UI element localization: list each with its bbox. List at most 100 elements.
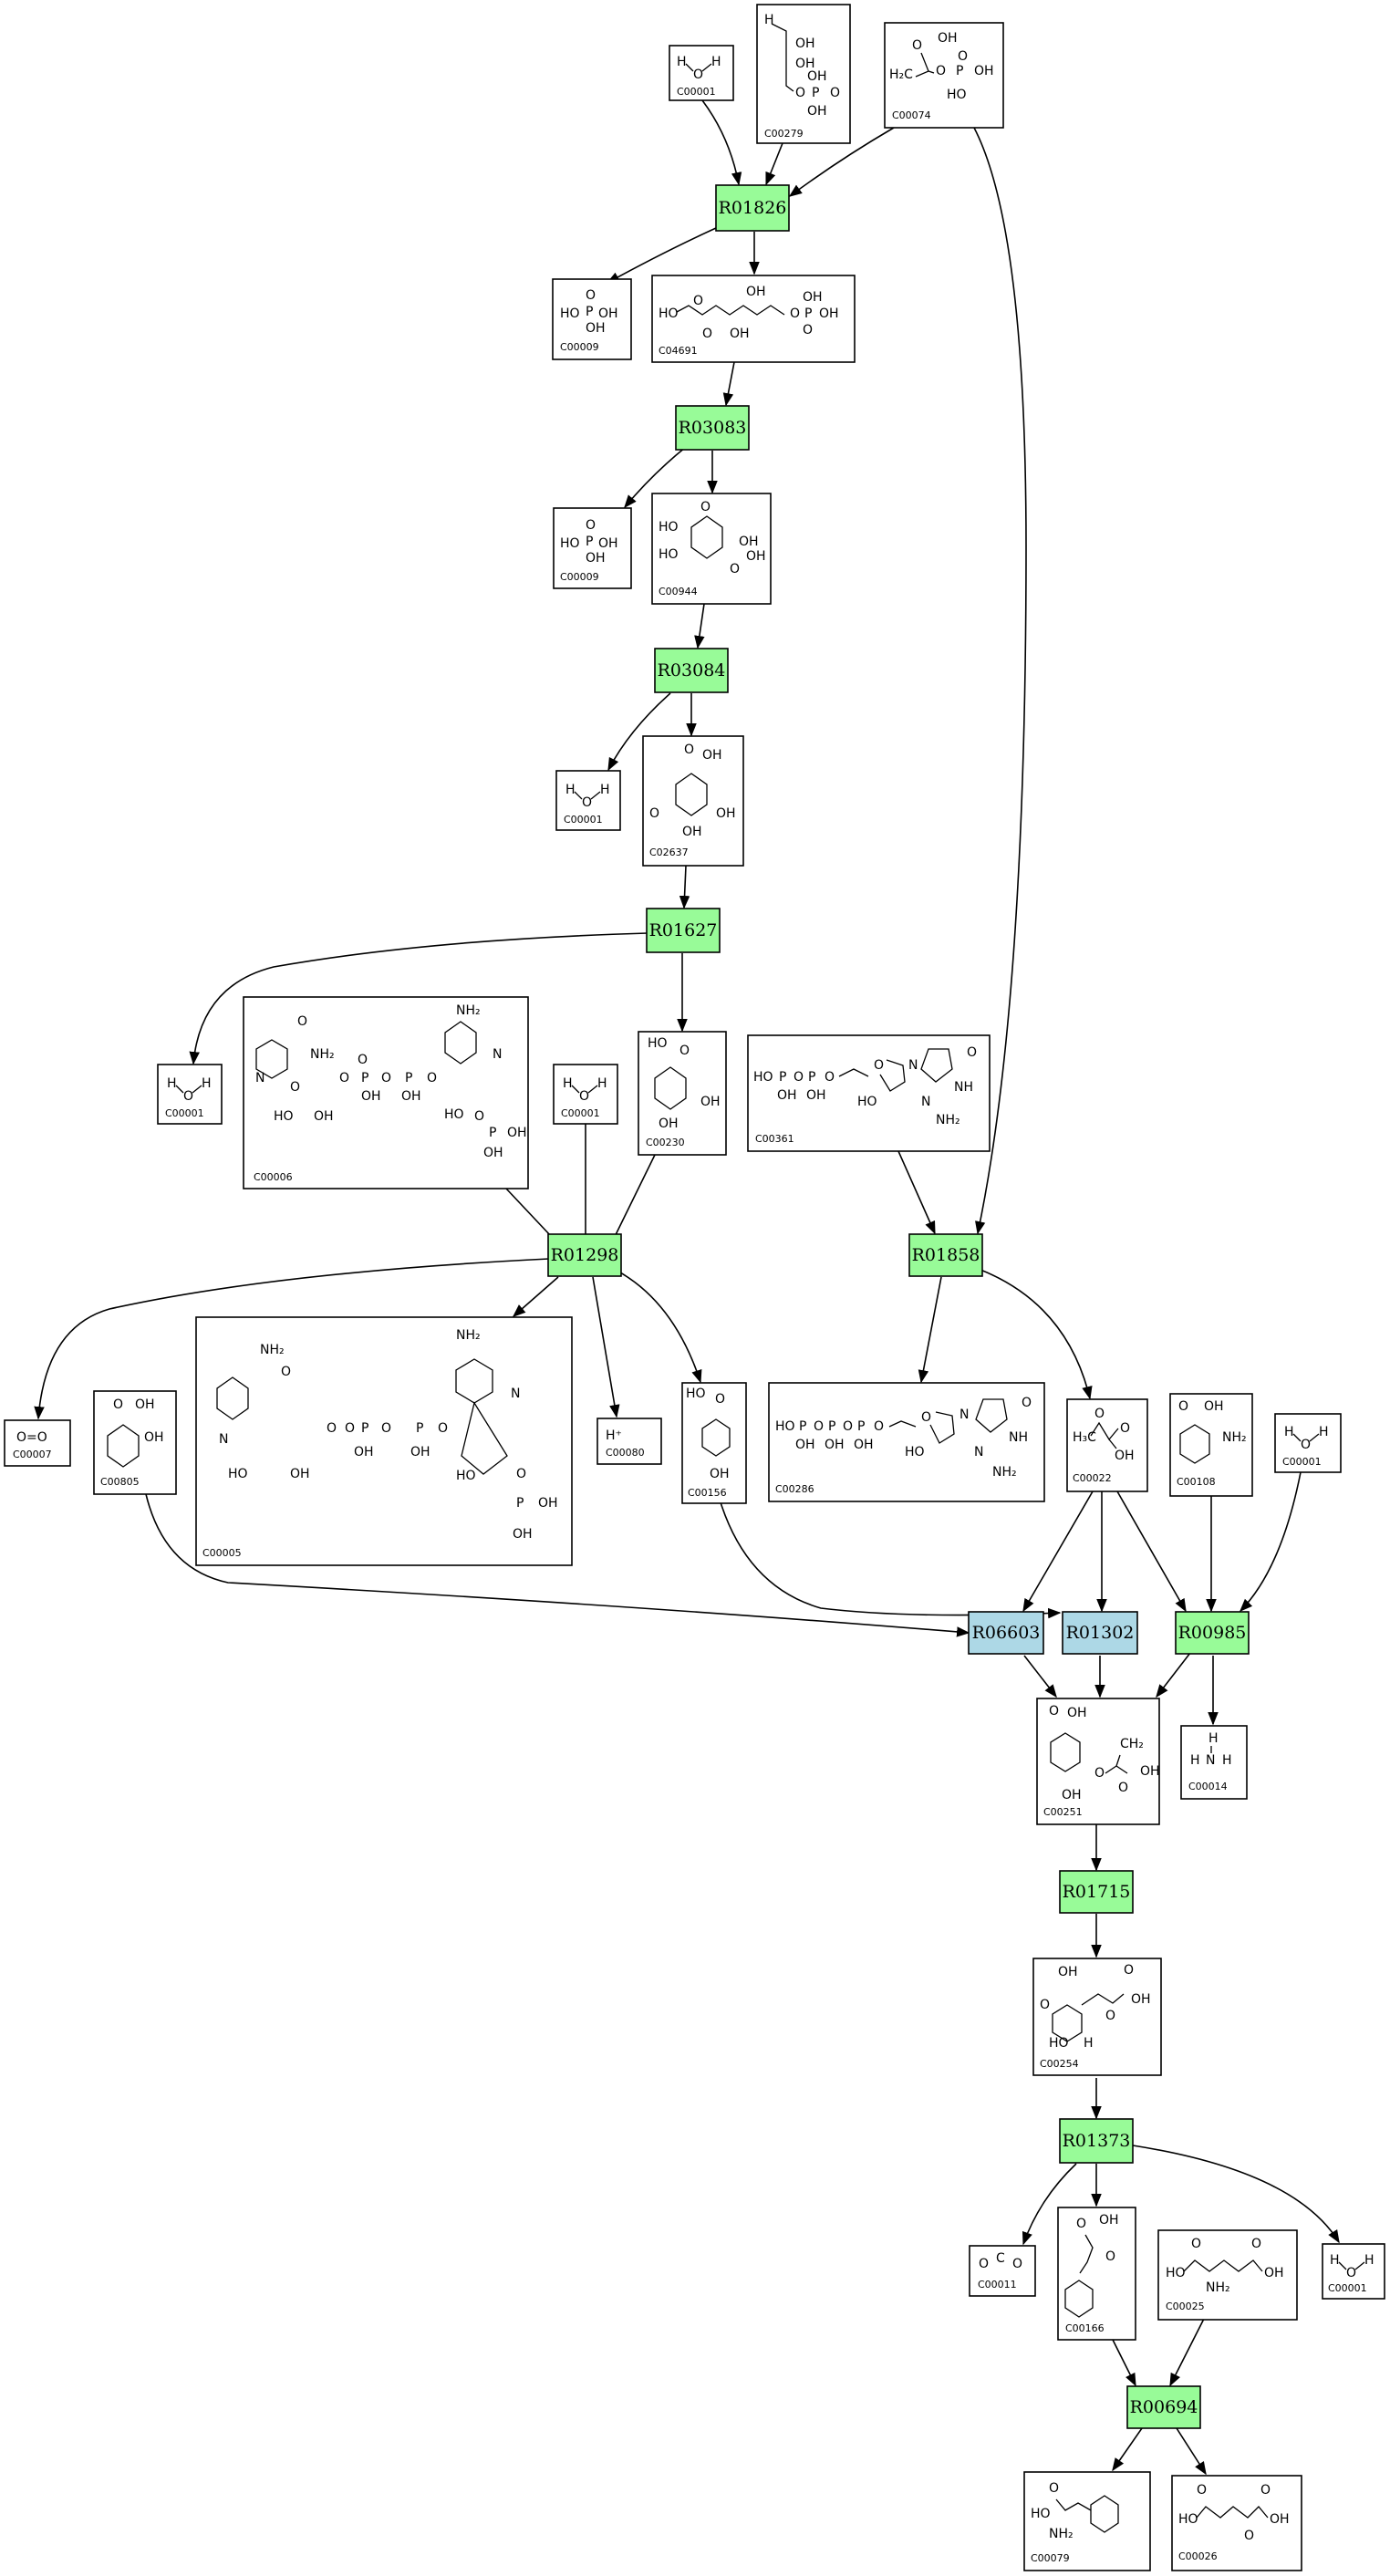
reaction-r01373[interactable]: R01373 [1059, 2118, 1134, 2164]
compound-c00022[interactable]: O H₃C O OH C00022 [1066, 1398, 1148, 1492]
reaction-box[interactable] [1126, 2385, 1201, 2429]
compound-c00001-6[interactable]: H O H C00001 [1322, 2243, 1385, 2300]
compound-c00005[interactable]: NH₂ O NH₂ N O O P O P O OH OH HO OH HO O… [195, 1316, 573, 1566]
compound-c00009[interactable]: O HO P OH OH C00009 [552, 278, 632, 360]
compound-box[interactable] [553, 507, 632, 589]
atom-label: O [586, 288, 596, 303]
reaction-box[interactable] [547, 1233, 622, 1277]
compound-c00001-2[interactable]: H O H C00001 [555, 770, 621, 831]
reaction-r01627[interactable]: R01627 [646, 908, 721, 953]
compound-box[interactable] [669, 45, 734, 101]
reaction-r00694[interactable]: R00694 [1126, 2385, 1201, 2429]
compound-c00074[interactable]: OH O H₂C O P OH O HO C00074 [884, 22, 1004, 129]
compound-box[interactable] [638, 1031, 727, 1156]
compound-box[interactable] [1066, 1398, 1148, 1492]
reaction-label: R01858 [912, 1245, 980, 1265]
reaction-r00985[interactable]: R00985 [1175, 1611, 1250, 1655]
atom-label: O [339, 1071, 349, 1085]
reaction-r03083[interactable]: R03083 [675, 405, 750, 451]
compound-box[interactable] [642, 735, 744, 867]
compound-c00251[interactable]: O OH O CH₂ O OH OH C00251 [1036, 1698, 1160, 1825]
reaction-r01298[interactable]: R01298 [547, 1233, 622, 1277]
compound-box[interactable] [1157, 2229, 1298, 2321]
atom-label: OH [1062, 1788, 1082, 1802]
compound-box[interactable] [651, 493, 772, 605]
edge-r03083-c00009 [624, 446, 687, 509]
compound-c00079[interactable]: O HO NH₂ C00079 [1023, 2471, 1151, 2571]
compound-box[interactable] [1274, 1413, 1342, 1473]
reaction-box[interactable] [908, 1233, 983, 1277]
compound-box[interactable] [596, 1418, 662, 1465]
reaction-box[interactable] [1175, 1611, 1250, 1655]
atom-label: OH [538, 1496, 558, 1511]
compound-box[interactable] [1180, 1725, 1248, 1800]
compound-box[interactable] [555, 770, 621, 831]
compound-c00108[interactable]: O OH NH₂ C00108 [1169, 1393, 1253, 1497]
compound-box[interactable] [1171, 2475, 1302, 2571]
compound-box[interactable] [1057, 2207, 1136, 2341]
compound-c02637[interactable]: O OH O OH OH C02637 [642, 735, 744, 867]
reaction-label: R01715 [1063, 1882, 1131, 1902]
compound-box[interactable] [651, 275, 856, 363]
compound-box[interactable] [681, 1382, 747, 1504]
compound-c00006[interactable]: NH₂ O NH₂ N O O O P O P O HO OH OH OH HO… [243, 996, 529, 1189]
atom-label: HO [659, 547, 679, 562]
compound-box[interactable] [195, 1316, 573, 1566]
compound-box[interactable] [4, 1419, 71, 1467]
compound-box[interactable] [243, 996, 529, 1189]
compound-c00805[interactable]: O OH OH C00805 [93, 1390, 177, 1495]
compound-c00007[interactable]: O=O C00007 [4, 1419, 71, 1467]
compound-c00166[interactable]: O OH O C00166 [1057, 2207, 1136, 2341]
reaction-box[interactable] [715, 184, 790, 232]
reaction-box[interactable] [654, 648, 729, 693]
compound-box[interactable] [157, 1064, 223, 1125]
bond [676, 305, 785, 316]
atom-label: P [857, 1419, 865, 1434]
compound-box[interactable] [1023, 2471, 1151, 2571]
compound-c00944[interactable]: HO O HO OH O OH C00944 [651, 493, 772, 605]
compound-box[interactable] [1169, 1393, 1253, 1497]
compound-c00025[interactable]: O O HO OH NH₂ C00025 [1157, 2229, 1298, 2321]
compound-box[interactable] [884, 22, 1004, 129]
atom-label: O [794, 1070, 804, 1085]
compound-box[interactable] [969, 2245, 1036, 2297]
reaction-box[interactable] [968, 1611, 1044, 1655]
compound-box[interactable] [553, 1064, 618, 1125]
compound-c00026[interactable]: O O HO OH O C00026 [1171, 2475, 1302, 2571]
compound-box[interactable] [756, 4, 851, 144]
compound-c00254[interactable]: OH O O OH O HO H C00254 [1032, 1958, 1162, 2076]
compound-c00230[interactable]: HO O OH OH C00230 [638, 1031, 727, 1156]
compound-c00080[interactable]: H⁺ C00080 [596, 1418, 662, 1465]
atom-label: H [1284, 1425, 1294, 1439]
reaction-r01715[interactable]: R01715 [1059, 1870, 1134, 1914]
compound-c00009-2[interactable]: O HO P OH OH C00009 [553, 507, 632, 589]
compound-box[interactable] [1032, 1958, 1162, 2076]
compound-box[interactable] [768, 1382, 1045, 1502]
compound-c04691[interactable]: HO O O OH OH O P OH OH O C04691 [651, 275, 856, 363]
compound-c00014[interactable]: H H N H C00014 [1180, 1725, 1248, 1800]
reaction-r06603[interactable]: R06603 [968, 1611, 1044, 1655]
compound-c00361[interactable]: HO P O P O OH OH O N O NH N NH₂ HO C0036… [747, 1034, 991, 1152]
compound-box[interactable] [552, 278, 632, 360]
reaction-box[interactable] [1062, 1611, 1138, 1655]
reaction-r01826[interactable]: R01826 [715, 184, 790, 232]
compound-box[interactable] [1036, 1698, 1160, 1825]
edge-c00074-r01826 [788, 127, 895, 197]
compound-c00001-3[interactable]: H O H C00001 [157, 1064, 223, 1125]
reaction-box[interactable] [675, 405, 750, 451]
compound-c00011[interactable]: O C O C00011 [969, 2245, 1036, 2297]
compound-box[interactable] [1322, 2243, 1385, 2300]
reaction-r01302[interactable]: R01302 [1062, 1611, 1138, 1655]
compound-c00001[interactable]: H O H C00001 [669, 45, 734, 101]
compound-c00001-5[interactable]: H O H C00001 [1274, 1413, 1342, 1473]
compound-c00001-4[interactable]: H O H C00001 [553, 1064, 618, 1125]
compound-c00156[interactable]: HO O OH C00156 [681, 1382, 747, 1504]
reaction-box[interactable] [1059, 2118, 1134, 2164]
reaction-r01858[interactable]: R01858 [908, 1233, 983, 1277]
compound-c00286[interactable]: HO P O P O P O OH OH OH O N O NH N NH₂ H… [768, 1382, 1045, 1502]
reaction-r03084[interactable]: R03084 [654, 648, 729, 693]
reaction-box[interactable] [1059, 1870, 1134, 1914]
compound-c00279[interactable]: H OH OH O P O OH OH C00279 [756, 4, 851, 144]
reaction-box[interactable] [646, 908, 721, 953]
atom-label: OH [1264, 2266, 1284, 2280]
